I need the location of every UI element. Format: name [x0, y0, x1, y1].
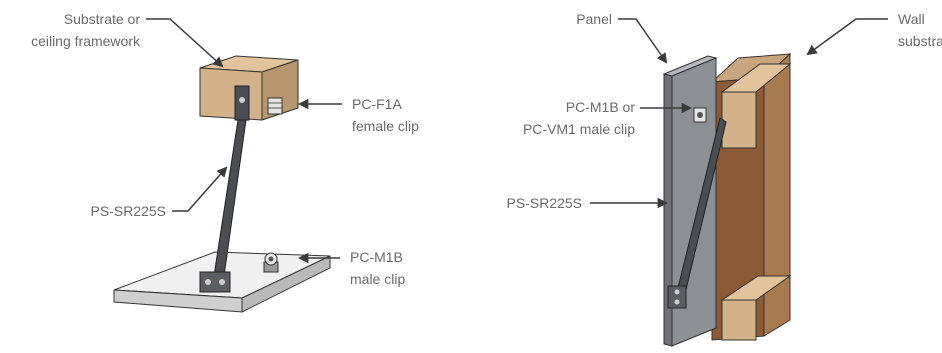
label-strap-right: PS-SR225S — [507, 195, 582, 211]
male-clip-left — [263, 252, 279, 273]
label-substrate-line1: Substrate or — [64, 11, 141, 27]
label-male-clip-left-line2: male clip — [350, 271, 405, 287]
strap-left — [199, 119, 247, 293]
strap-right — [667, 117, 727, 309]
label-female-clip-line2: female clip — [352, 118, 419, 134]
leader-panel — [618, 18, 668, 64]
label-substrate-line2: ceiling framework — [31, 33, 141, 49]
wall-substrate — [710, 52, 792, 341]
left-illustration — [113, 55, 331, 313]
wood-block-left — [199, 55, 299, 121]
right-illustration — [662, 52, 792, 347]
label-wall-line1: Wall — [898, 11, 925, 27]
leader-wall — [806, 18, 888, 56]
label-panel: Panel — [576, 11, 612, 27]
label-female-clip-line1: PC-F1A — [352, 96, 402, 112]
leader-strap-left — [172, 166, 228, 212]
label-male-clip-left-line1: PC-M1B — [350, 249, 403, 265]
male-clip-right — [693, 107, 707, 123]
label-wall-line2: substrate — [898, 33, 942, 49]
female-clip-left — [267, 97, 283, 115]
label-male-clip-right-line1: PC-M1B or — [566, 99, 636, 115]
label-strap-left: PS-SR225S — [91, 203, 166, 219]
leader-substrate — [146, 18, 224, 68]
label-male-clip-right-line2: PC-VM1 male clip — [523, 121, 635, 137]
